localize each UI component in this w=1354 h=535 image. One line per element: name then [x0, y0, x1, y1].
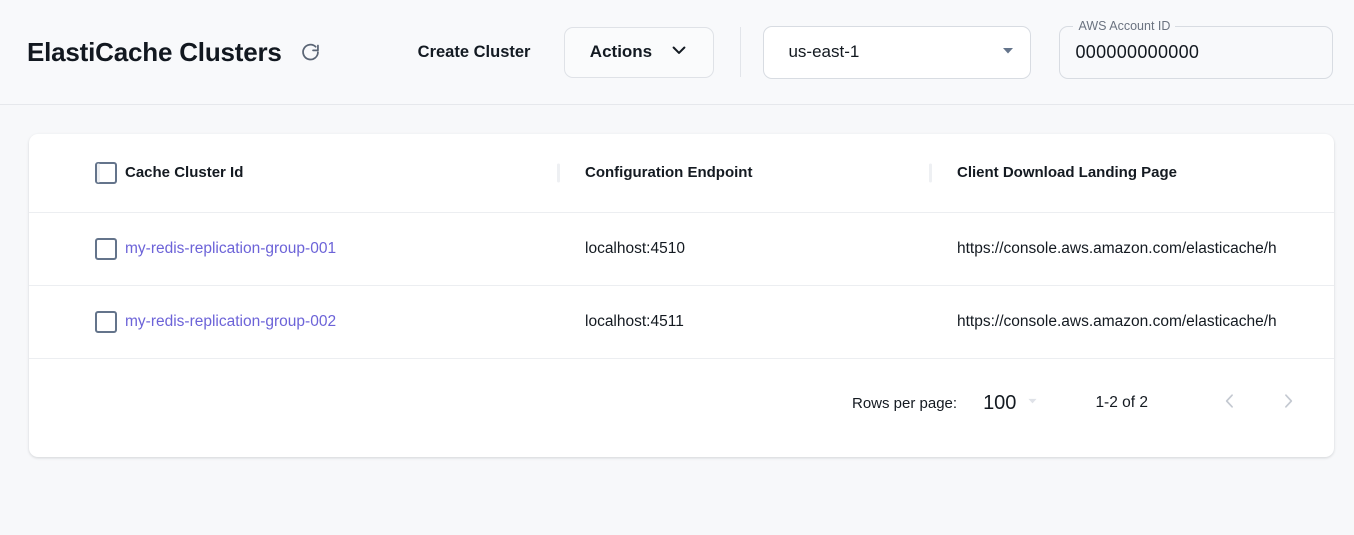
aws-account-id-field[interactable]: AWS Account ID: [1059, 17, 1334, 79]
pagination-range: 1-2 of 2: [1095, 394, 1148, 411]
top-toolbar: ElastiCache Clusters Create Cluster Acti…: [0, 0, 1354, 105]
select-all-cell: [29, 134, 125, 212]
region-select-value: us-east-1: [788, 42, 860, 61]
actions-button[interactable]: Actions: [564, 26, 715, 78]
column-separator: [557, 163, 560, 183]
column-header-configuration-endpoint[interactable]: Configuration Endpoint: [557, 134, 957, 212]
table-row: my-redis-replication-group-001 localhost…: [29, 211, 1334, 285]
triangle-down-icon: [1000, 42, 1016, 63]
pagination-cell: Rows per page: 100 1-2 of 2: [29, 357, 1334, 448]
page-title: ElastiCache Clusters: [27, 36, 282, 67]
row-checkbox[interactable]: [95, 237, 117, 260]
column-header-cache-cluster-id[interactable]: Cache Cluster Id: [97, 134, 585, 212]
table-row: my-redis-replication-group-002 localhost…: [29, 284, 1334, 358]
title-block: ElastiCache Clusters: [27, 37, 326, 68]
select-all-checkbox[interactable]: [95, 161, 117, 184]
toolbar-divider: [740, 27, 742, 77]
cell-client-download-landing-page: https://console.aws.amazon.com/elasticac…: [957, 284, 1334, 358]
aws-account-id-input[interactable]: [1059, 25, 1334, 79]
clusters-table-card: Cache Cluster Id Configuration Endpoint …: [29, 134, 1334, 457]
chevron-down-icon: [669, 40, 689, 65]
column-separator: [929, 163, 932, 183]
table-header-row: Cache Cluster Id Configuration Endpoint …: [29, 134, 1334, 212]
previous-page-button[interactable]: [1208, 381, 1252, 425]
next-page-button[interactable]: [1266, 381, 1310, 425]
caret-down-icon: [1026, 394, 1039, 412]
row-select-cell: [29, 211, 125, 285]
actions-button-label: Actions: [589, 42, 653, 61]
column-header-label: Cache Cluster Id: [125, 164, 244, 182]
column-separator: [97, 163, 100, 183]
clusters-table: Cache Cluster Id Configuration Endpoint …: [29, 134, 1334, 448]
cluster-id-link[interactable]: my-redis-replication-group-002: [125, 312, 337, 330]
region-select[interactable]: us-east-1: [763, 25, 1032, 79]
rows-per-page-select[interactable]: 100: [983, 392, 1039, 415]
rows-per-page-value: 100: [983, 391, 1017, 414]
row-checkbox[interactable]: [95, 310, 117, 333]
cell-client-download-landing-page: https://console.aws.amazon.com/elasticac…: [957, 211, 1334, 285]
column-header-label: Client Download Landing Page: [957, 164, 1178, 182]
cell-configuration-endpoint: localhost:4511: [585, 284, 957, 358]
refresh-button[interactable]: [296, 37, 326, 67]
chevron-right-icon: [1278, 391, 1298, 416]
column-header-client-download-landing-page[interactable]: Client Download Landing Page: [929, 134, 1334, 212]
refresh-icon: [300, 42, 321, 63]
cell-configuration-endpoint: localhost:4510: [585, 211, 957, 285]
cell-cache-cluster-id: my-redis-replication-group-002: [125, 284, 585, 358]
table-footer-row: Rows per page: 100 1-2 of 2: [29, 357, 1334, 448]
column-header-label: Configuration Endpoint: [585, 164, 753, 182]
pagination: Rows per page: 100 1-2 of 2: [29, 359, 1334, 448]
row-select-cell: [29, 284, 125, 358]
chevron-left-icon: [1220, 391, 1240, 416]
create-cluster-button[interactable]: Create Cluster: [417, 42, 531, 61]
rows-per-page-label: Rows per page:: [852, 394, 958, 412]
cluster-id-link[interactable]: my-redis-replication-group-001: [125, 239, 337, 257]
cell-cache-cluster-id: my-redis-replication-group-001: [125, 211, 585, 285]
